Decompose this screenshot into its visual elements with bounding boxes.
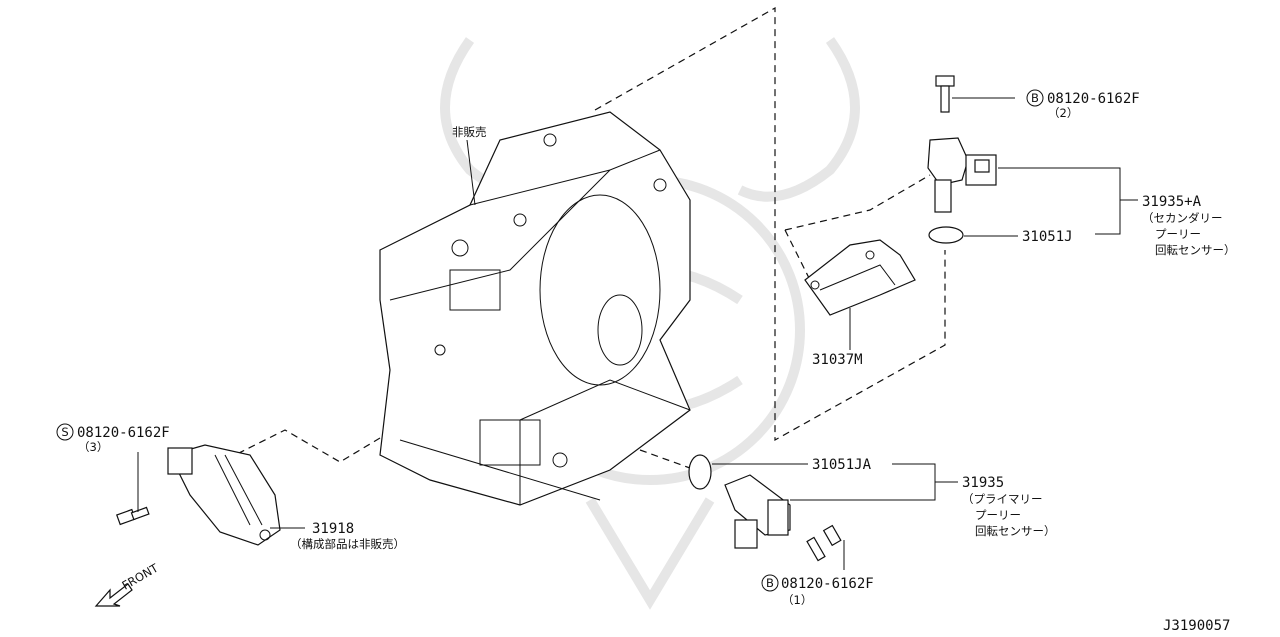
label-bracket: 31037M bbox=[812, 352, 863, 368]
bracket-part bbox=[804, 239, 916, 316]
label-secondary-sensor-desc-1: （セカンダリー bbox=[1142, 211, 1223, 225]
range-switch-part bbox=[167, 444, 281, 546]
label-diagram-id: J3190057 bbox=[1163, 618, 1230, 634]
label-bolt-top-code: 08120-6162F bbox=[1047, 91, 1140, 107]
bolt-top bbox=[935, 75, 955, 113]
label-primary-sensor-code: 31935 bbox=[962, 475, 1004, 491]
label-oring-secondary: 31051J bbox=[1022, 229, 1073, 245]
bolt-bottom bbox=[806, 524, 842, 562]
label-front: FRONT bbox=[120, 560, 162, 592]
secondary-pulley-sensor bbox=[927, 137, 997, 213]
label-bolt-bottom-code: 08120-6162F bbox=[781, 576, 874, 592]
assembly-dashed-lines bbox=[224, 6, 946, 469]
bolt-marker-bottom: B bbox=[761, 574, 779, 592]
primary-pulley-sensor bbox=[724, 474, 791, 549]
label-not-sold: 非販売 bbox=[452, 125, 487, 139]
label-range-switch-desc: （構成部品は非販売） bbox=[290, 537, 405, 551]
label-primary-sensor-desc-2: プーリー bbox=[975, 508, 1021, 522]
oring-primary-part bbox=[688, 454, 712, 490]
label-bolt-left-code: 08120-6162F bbox=[77, 425, 170, 441]
label-bolt-left-qty: （3） bbox=[78, 440, 108, 454]
label-primary-sensor-desc-1: （プライマリー bbox=[962, 492, 1043, 506]
oring-secondary-part bbox=[928, 226, 964, 244]
label-secondary-sensor-desc-2: プーリー bbox=[1155, 227, 1201, 241]
front-arrow-icon bbox=[94, 583, 133, 607]
marker-b-top: B bbox=[1031, 91, 1039, 105]
marker-s-left: S bbox=[61, 425, 68, 439]
label-secondary-sensor-code: 31935+A bbox=[1142, 194, 1202, 210]
label-bolt-top-qty: （2） bbox=[1048, 106, 1078, 120]
label-secondary-sensor-desc-3: 回転センサー） bbox=[1155, 243, 1236, 257]
leader-lines bbox=[137, 97, 1138, 570]
transmission-assembly bbox=[379, 111, 691, 506]
label-oring-primary: 31051JA bbox=[812, 457, 872, 473]
label-bolt-bottom-qty: （1） bbox=[782, 593, 812, 607]
bolt-marker-left: S bbox=[56, 423, 74, 441]
label-range-switch-code: 31918 bbox=[312, 521, 354, 537]
label-primary-sensor-desc-3: 回転センサー） bbox=[975, 524, 1056, 538]
marker-b-bottom: B bbox=[766, 576, 774, 590]
bolt-marker-top: B bbox=[1026, 89, 1044, 107]
bolt-left bbox=[116, 506, 150, 526]
